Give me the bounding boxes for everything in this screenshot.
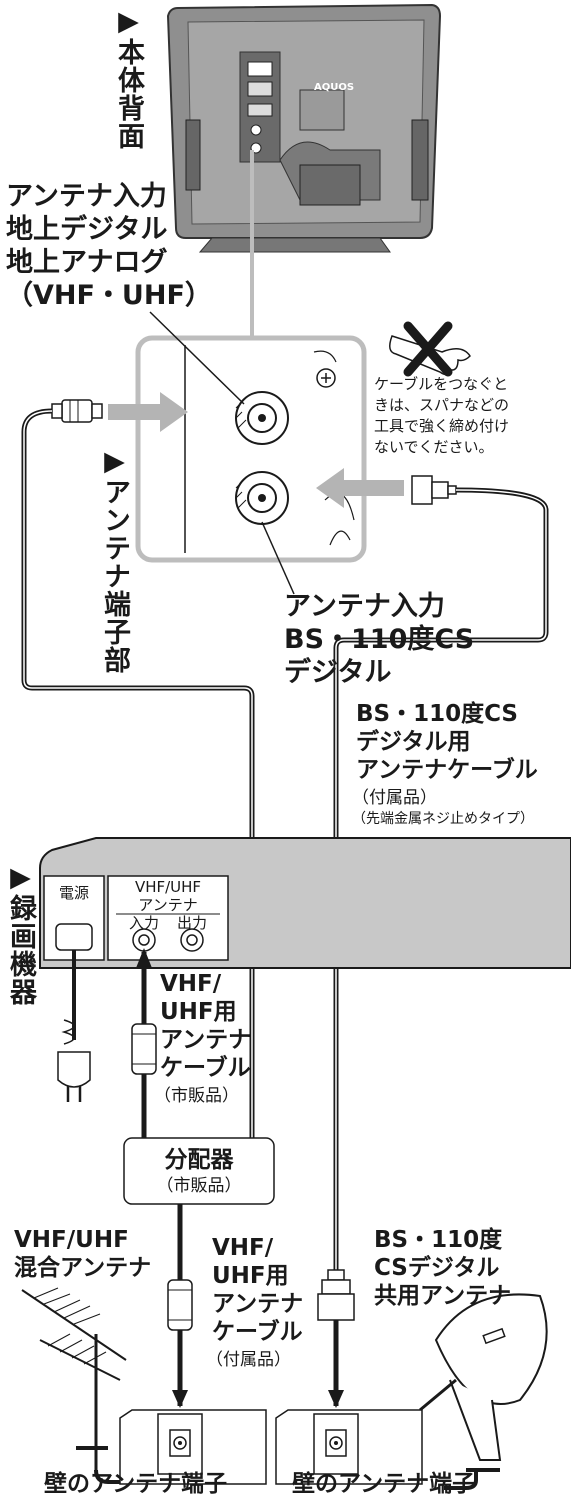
commercial-label: （市販品） bbox=[154, 1086, 239, 1106]
wrench-prohibited-icon bbox=[389, 321, 471, 377]
wall-terminal-left-label: 壁のアンテナ端子 bbox=[44, 1471, 228, 1497]
satellite-dish-icon bbox=[419, 1293, 548, 1490]
vhf-mixed-antenna-label: VHF/UHF 混合アンテナ bbox=[14, 1227, 152, 1281]
f-connector-icon bbox=[167, 1279, 193, 1331]
arrow-icon bbox=[108, 392, 404, 508]
bs-plug-icon bbox=[411, 475, 457, 505]
tv-brand-logo: AQUOS bbox=[314, 82, 354, 93]
splitter-label: 分配器 bbox=[164, 1147, 234, 1173]
wall-terminal-right-label: 壁のアンテナ端子 bbox=[292, 1471, 476, 1497]
antenna-in-terrestrial-label: アンテナ入力 地上デジタル 地上アナログ （VHF・UHF） bbox=[6, 181, 212, 311]
recorder-antenna-heading: VHF/UHF アンテナ bbox=[134, 878, 202, 914]
wall-outlet-icon bbox=[119, 1409, 267, 1485]
tv-back-label: ▶本体背面 bbox=[113, 6, 144, 150]
bs-plug-icon bbox=[317, 1269, 355, 1321]
recorder-out-label: 出力 bbox=[176, 914, 207, 932]
bs-shared-antenna-label: BS・110度 CSデジタル 共用アンテナ bbox=[374, 1227, 512, 1309]
wrench-warning-text: ケーブルをつなぐと きは、スパナなどの 工具で強く締め付け ないでください。 bbox=[374, 375, 510, 456]
wall-outlet-icon bbox=[275, 1409, 423, 1485]
vhf-cable-commercial-label: VHF/ UHF用 アンテナ ケーブル bbox=[160, 971, 252, 1081]
bs-cable-label: BS・110度CS デジタル用 アンテナケーブル bbox=[356, 701, 538, 783]
included-label: （付属品） bbox=[206, 1350, 291, 1370]
bs-cable-included-label: （付属品） bbox=[352, 788, 437, 808]
antenna-in-bs-label: アンテナ入力 BS・110度CS デジタル bbox=[284, 591, 475, 688]
vhf-cable-included-label: VHF/ UHF用 アンテナ ケーブル bbox=[212, 1235, 304, 1345]
power-plug-icon bbox=[57, 950, 91, 1102]
antenna-terminal-section-label: ▶アンテナ端子部 bbox=[99, 446, 130, 674]
bs-cable-type-label: （先端金属ネジ止めタイプ） bbox=[352, 811, 534, 827]
yagi-antenna-icon bbox=[21, 1287, 132, 1484]
f-connector-icon bbox=[131, 1023, 157, 1075]
recorder-label: ▶録画機器 bbox=[5, 862, 36, 1006]
antenna-terminal-panel bbox=[135, 335, 367, 563]
recorder-power-label: 電源 bbox=[58, 884, 89, 902]
tv-rear-icon bbox=[166, 3, 442, 253]
splitter-box bbox=[123, 1137, 275, 1205]
recorder-in-label: 入力 bbox=[128, 914, 159, 932]
splitter-commercial-label: （市販品） bbox=[156, 1176, 242, 1196]
f-connector-icon bbox=[51, 399, 103, 423]
